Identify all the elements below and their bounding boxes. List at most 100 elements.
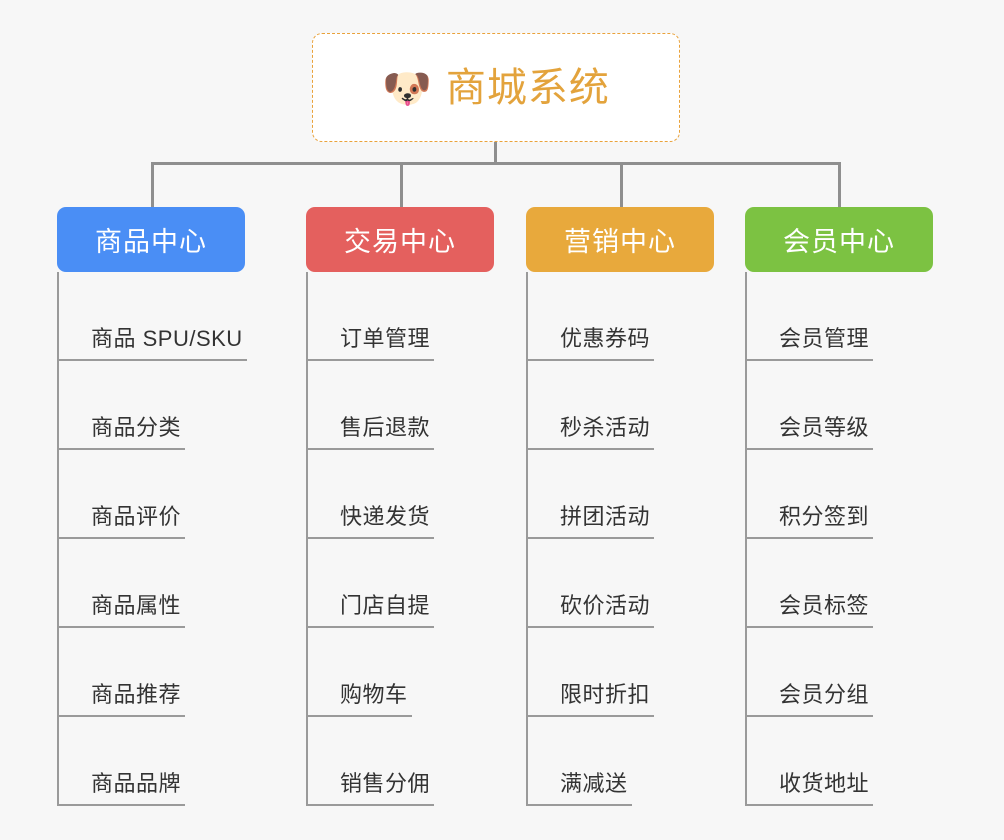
list-item-label: 销售分佣 xyxy=(340,771,431,796)
list-item-underline: 商品分类 xyxy=(57,410,186,450)
list-item-label: 商品属性 xyxy=(91,593,182,618)
list-item-underline: 订单管理 xyxy=(306,321,435,361)
list-item-label: 购物车 xyxy=(340,682,408,707)
list-item-label: 会员等级 xyxy=(779,415,870,440)
list-item[interactable]: 积分签到 xyxy=(745,450,933,539)
list-item[interactable]: 砍价活动 xyxy=(526,539,714,628)
list-item[interactable]: 会员等级 xyxy=(745,361,933,450)
branch-items-container: 优惠券码秒杀活动拼团活动砍价活动限时折扣满减送 xyxy=(526,272,714,806)
list-item[interactable]: 限时折扣 xyxy=(526,628,714,717)
list-item-label: 限时折扣 xyxy=(560,682,651,707)
list-item-underline: 秒杀活动 xyxy=(526,410,655,450)
list-item-underline: 销售分佣 xyxy=(306,766,435,806)
list-item[interactable]: 会员管理 xyxy=(745,272,933,361)
branch-items-container: 商品 SPU/SKU 商品分类商品评价商品属性商品推荐商品品牌 xyxy=(57,272,247,806)
list-item-label: 订单管理 xyxy=(340,326,431,351)
list-item-underline: 会员等级 xyxy=(745,410,874,450)
branch-column-2: 交易中心订单管理售后退款快递发货门店自提购物车销售分佣 xyxy=(306,207,494,806)
list-item-underline: 砍价活动 xyxy=(526,588,655,628)
branch-header-1[interactable]: 商品中心 xyxy=(57,207,245,272)
list-item-label: 优惠券码 xyxy=(560,326,651,351)
list-item[interactable]: 商品分类 xyxy=(57,361,245,450)
list-item-label: 积分签到 xyxy=(779,504,870,529)
list-item-label: 售后退款 xyxy=(340,415,431,440)
list-item-underline: 优惠券码 xyxy=(526,321,655,361)
branch-item-list: 订单管理售后退款快递发货门店自提购物车销售分佣 xyxy=(306,272,494,806)
branch-item-list: 商品 SPU/SKU 商品分类商品评价商品属性商品推荐商品品牌 xyxy=(57,272,247,806)
list-item[interactable]: 购物车 xyxy=(306,628,494,717)
root-stem-connector xyxy=(494,142,497,164)
branch-drop-connector xyxy=(400,162,403,208)
branch-column-3: 营销中心优惠券码秒杀活动拼团活动砍价活动限时折扣满减送 xyxy=(526,207,714,806)
shiba-dog-face-icon: 🐶 xyxy=(382,66,432,111)
list-item-underline: 满减送 xyxy=(526,766,632,806)
branch-drop-connector xyxy=(620,162,623,208)
list-item[interactable]: 会员标签 xyxy=(745,539,933,628)
branch-header-label: 营销中心 xyxy=(564,227,676,257)
list-item-underline: 售后退款 xyxy=(306,410,435,450)
list-item-underline: 商品 SPU/SKU xyxy=(57,321,247,361)
list-item[interactable]: 商品属性 xyxy=(57,539,245,628)
list-item[interactable]: 会员分组 xyxy=(745,628,933,717)
list-item-label: 收货地址 xyxy=(779,771,870,796)
list-item-underline: 购物车 xyxy=(306,677,412,717)
list-item-label: 会员标签 xyxy=(779,593,870,618)
list-item-label: 商品推荐 xyxy=(91,682,182,707)
list-item-label: 门店自提 xyxy=(340,593,431,618)
branch-header-3[interactable]: 营销中心 xyxy=(526,207,714,272)
list-item[interactable]: 拼团活动 xyxy=(526,450,714,539)
branch-header-label: 交易中心 xyxy=(344,227,456,257)
list-item-underline: 会员分组 xyxy=(745,677,874,717)
branch-header-2[interactable]: 交易中心 xyxy=(306,207,494,272)
list-item-underline: 会员标签 xyxy=(745,588,874,628)
list-item-label: 拼团活动 xyxy=(560,504,651,529)
list-item-label: 快递发货 xyxy=(340,504,431,529)
list-item[interactable]: 门店自提 xyxy=(306,539,494,628)
branch-header-label: 会员中心 xyxy=(783,227,895,257)
list-item-underline: 门店自提 xyxy=(306,588,435,628)
list-item-underline: 商品属性 xyxy=(57,588,186,628)
branch-spine-connector xyxy=(745,272,747,806)
branch-header-4[interactable]: 会员中心 xyxy=(745,207,933,272)
list-item-label: 商品品牌 xyxy=(91,771,182,796)
root-title: 商城系统 xyxy=(445,65,610,110)
list-item-underline: 限时折扣 xyxy=(526,677,655,717)
list-item-label: 会员分组 xyxy=(779,682,870,707)
list-item-underline: 商品品牌 xyxy=(57,766,186,806)
list-item[interactable]: 售后退款 xyxy=(306,361,494,450)
list-item-underline: 商品评价 xyxy=(57,499,186,539)
list-item[interactable]: 满减送 xyxy=(526,717,714,806)
list-item-label: 商品评价 xyxy=(91,504,182,529)
list-item-underline: 积分签到 xyxy=(745,499,874,539)
branch-items-container: 会员管理会员等级积分签到会员标签会员分组收货地址 xyxy=(745,272,933,806)
branch-column-4: 会员中心会员管理会员等级积分签到会员标签会员分组收货地址 xyxy=(745,207,933,806)
list-item-label: 会员管理 xyxy=(779,326,870,351)
list-item-underline: 快递发货 xyxy=(306,499,435,539)
list-item[interactable]: 收货地址 xyxy=(745,717,933,806)
list-item[interactable]: 商品推荐 xyxy=(57,628,245,717)
branch-item-list: 优惠券码秒杀活动拼团活动砍价活动限时折扣满减送 xyxy=(526,272,714,806)
list-item[interactable]: 商品品牌 xyxy=(57,717,245,806)
list-item[interactable]: 秒杀活动 xyxy=(526,361,714,450)
list-item[interactable]: 快递发货 xyxy=(306,450,494,539)
branch-item-list: 会员管理会员等级积分签到会员标签会员分组收货地址 xyxy=(745,272,933,806)
branch-items-container: 订单管理售后退款快递发货门店自提购物车销售分佣 xyxy=(306,272,494,806)
branch-spine-connector xyxy=(57,272,59,806)
list-item-label: 秒杀活动 xyxy=(560,415,651,440)
list-item[interactable]: 商品 SPU/SKU xyxy=(57,272,247,361)
list-item-underline: 拼团活动 xyxy=(526,499,655,539)
list-item[interactable]: 商品评价 xyxy=(57,450,245,539)
branch-drop-connector xyxy=(838,162,841,208)
branch-header-label: 商品中心 xyxy=(95,227,207,257)
list-item[interactable]: 优惠券码 xyxy=(526,272,714,361)
list-item[interactable]: 销售分佣 xyxy=(306,717,494,806)
list-item-underline: 会员管理 xyxy=(745,321,874,361)
list-item-underline: 收货地址 xyxy=(745,766,874,806)
branch-spine-connector xyxy=(306,272,308,806)
branch-drop-connector xyxy=(151,162,154,208)
list-item-underline: 商品推荐 xyxy=(57,677,186,717)
list-item-label: 满减送 xyxy=(560,771,628,796)
root-node[interactable]: 🐶 商城系统 xyxy=(312,33,680,142)
list-item[interactable]: 订单管理 xyxy=(306,272,494,361)
